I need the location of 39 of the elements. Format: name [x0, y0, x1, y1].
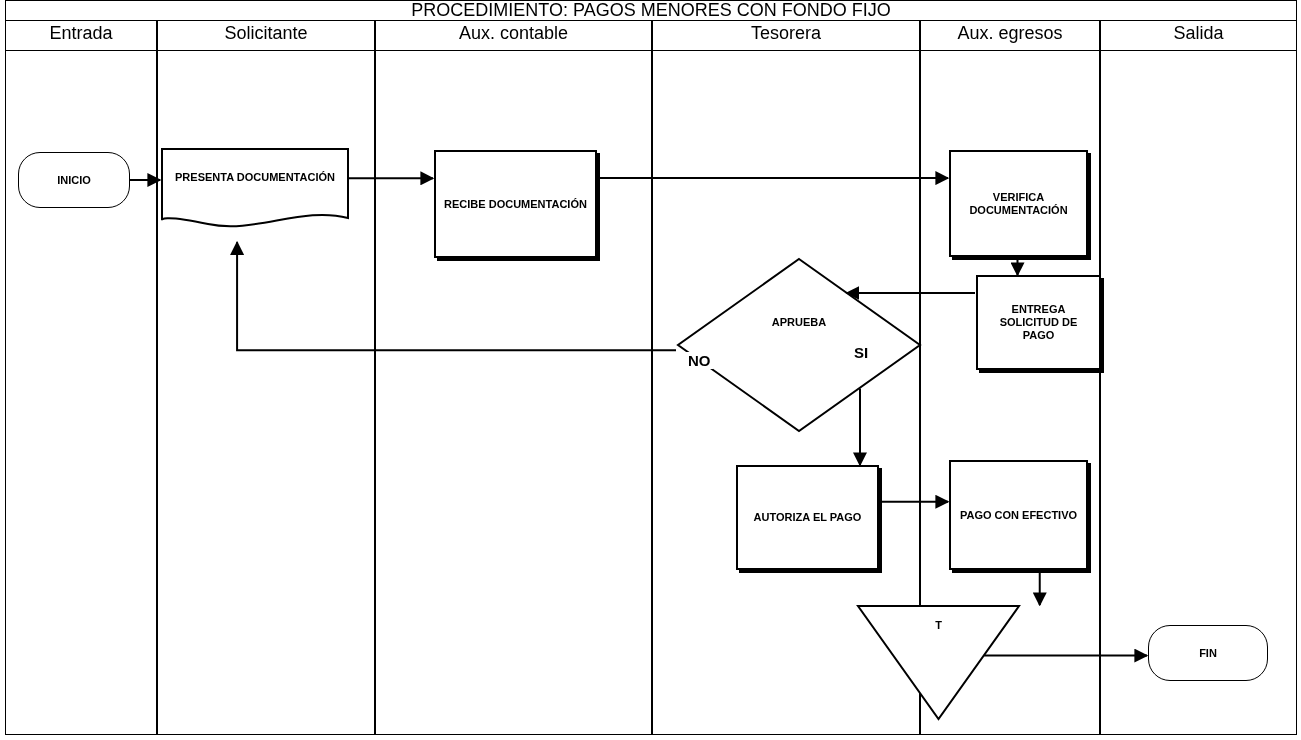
node-label: PRESENTA DOCUMENTACIÓN [174, 170, 336, 184]
process-box [949, 460, 1088, 570]
lane-header: Aux. egresos [921, 20, 1099, 51]
lane-header: Entrada [6, 20, 156, 51]
terminal-pill [1148, 625, 1268, 681]
lane-header: Solicitante [158, 20, 374, 51]
edge-label: NO [686, 352, 713, 369]
node-label: VERIFICA DOCUMENTACIÓN [968, 190, 1069, 217]
node-label: INICIO [56, 173, 92, 187]
arrow [853, 387, 867, 467]
node-label: RECIBE DOCUMENTACIÓN [443, 197, 588, 211]
swimlane [652, 20, 920, 735]
process-box [976, 275, 1101, 370]
process-box [434, 150, 597, 258]
arrow [128, 173, 162, 187]
swimlane [375, 20, 652, 735]
node-label: APRUEBA [770, 316, 828, 329]
arrow [347, 171, 435, 186]
node-label: T [934, 619, 943, 632]
node-label: ENTREGA SOLICITUD DE PAGO [998, 303, 1079, 342]
arrow [845, 286, 976, 301]
node-label: PAGO CON EFECTIVO [958, 508, 1079, 522]
lane-header: Salida [1101, 20, 1296, 51]
lane-header: Tesorera [653, 20, 919, 51]
swimlane [157, 20, 375, 735]
document-shape [161, 148, 349, 230]
node-label: AUTORIZA EL PAGO [752, 511, 863, 524]
process-box [949, 150, 1088, 257]
node-label: FIN [1198, 646, 1218, 660]
lane-header: Aux. contable [376, 20, 651, 51]
process-box [736, 465, 879, 570]
title: PROCEDIMIENTO: PAGOS MENORES CON FONDO FIJO [5, 0, 1297, 21]
decision-diamond [677, 258, 921, 432]
swimlane [5, 20, 157, 735]
arrow [230, 240, 677, 352]
terminal-pill [18, 152, 130, 208]
storage-triangle [857, 605, 1020, 720]
swimlane [1100, 20, 1297, 735]
arrow [983, 648, 1149, 663]
